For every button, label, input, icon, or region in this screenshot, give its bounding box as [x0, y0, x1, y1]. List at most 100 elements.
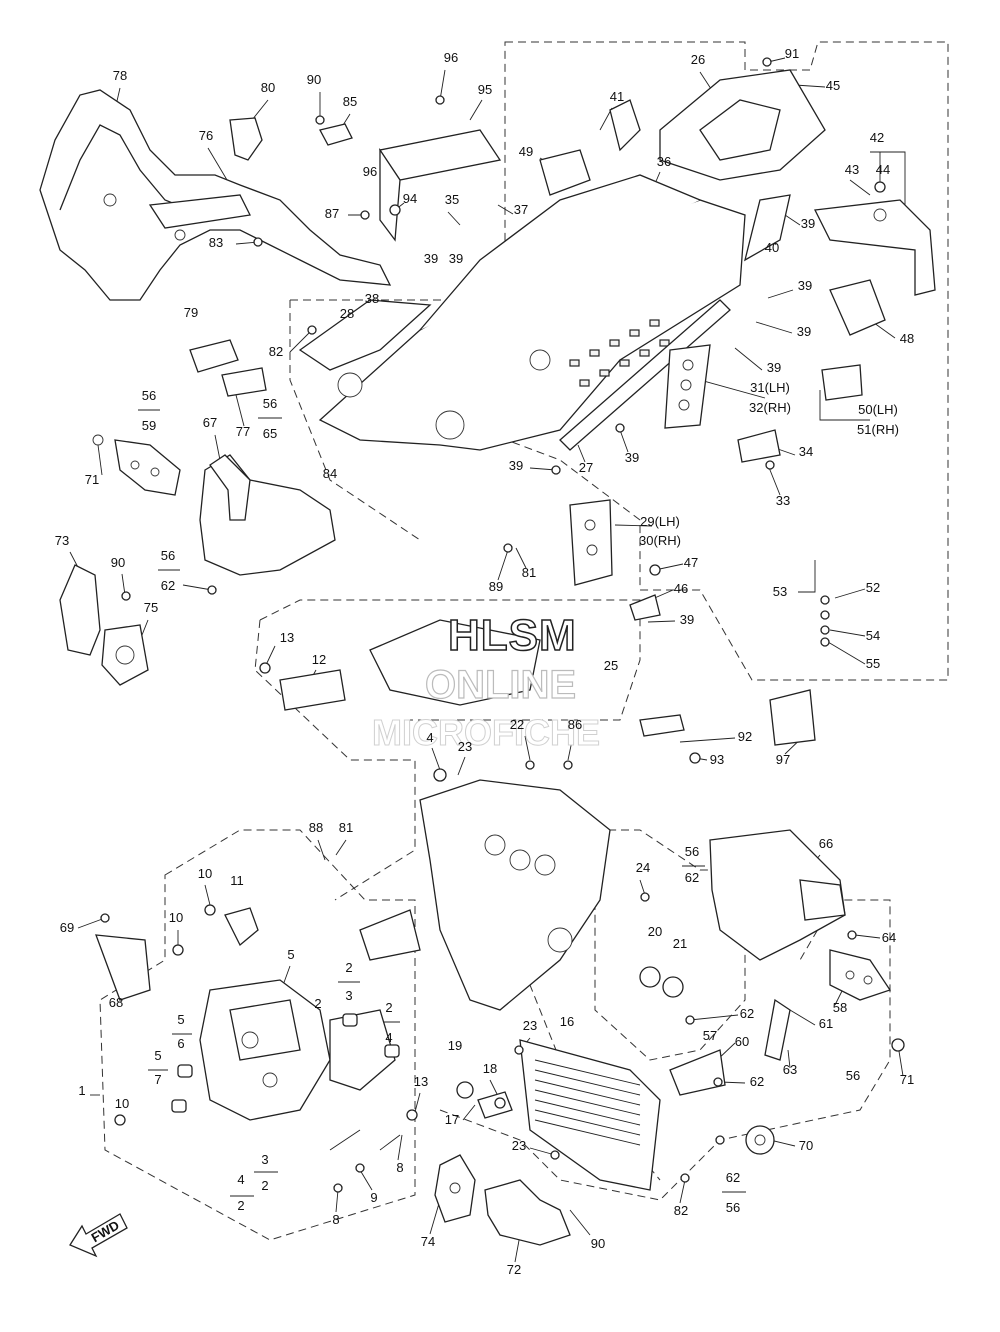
part-callout: 36 — [657, 154, 671, 169]
part-callout: 81 — [339, 820, 353, 835]
part-callout: 75 — [144, 600, 158, 615]
fwd-arrow: FWD — [69, 1213, 128, 1258]
part-callout: 90 — [591, 1236, 605, 1251]
part-callout: 62 — [740, 1006, 754, 1021]
part-callout: 23 — [523, 1018, 537, 1033]
part-callout: 39 — [424, 251, 438, 266]
part-callout: 64 — [882, 930, 896, 945]
part-callout: 90 — [307, 72, 321, 87]
part-callout: 18 — [483, 1061, 497, 1076]
main-tunnel-chassis — [298, 99, 746, 451]
part-callout: 51(RH) — [857, 422, 899, 437]
part-callout: 60 — [735, 1034, 749, 1049]
part-callout: 66 — [819, 836, 833, 851]
part-callout: 56 — [846, 1068, 860, 1083]
part-callout: 39 — [449, 251, 463, 266]
rear-plate-assembly — [659, 69, 936, 401]
part-callout: 95 — [478, 82, 492, 97]
part-callout: 67 — [203, 415, 217, 430]
part-callout: 3 — [345, 988, 352, 1003]
part-callout: 34 — [799, 444, 813, 459]
part-callout: 52 — [866, 580, 880, 595]
part-callout: 49 — [519, 144, 533, 159]
part-callout: 86 — [568, 717, 582, 732]
part-callout: 73 — [55, 533, 69, 548]
part-callout: 40 — [765, 240, 779, 255]
radiator-fins — [534, 1059, 641, 1146]
part-callout: 71 — [85, 472, 99, 487]
part-callout: 76 — [199, 128, 213, 143]
part-callout: 78 — [113, 68, 127, 83]
right-side-pieces — [639, 829, 905, 1155]
part-callout: 70 — [799, 1138, 813, 1153]
part-callout: 53 — [773, 584, 787, 599]
part-callout: 84 — [323, 466, 337, 481]
watermark-line1: HLSM — [448, 611, 577, 660]
part-callout: 9 — [370, 1190, 377, 1205]
part-callout: 77 — [236, 424, 250, 439]
part-callout: 68 — [109, 995, 123, 1010]
part-callout: 16 — [560, 1014, 574, 1029]
part-callout: 39 — [509, 458, 523, 473]
watermark-line3: MICROFICHE — [372, 712, 600, 753]
part-callout: 57 — [703, 1028, 717, 1043]
part-callout: 82 — [269, 344, 283, 359]
part-callout: 39 — [801, 216, 815, 231]
part-callout: 23 — [512, 1138, 526, 1153]
part-callout: 10 — [198, 866, 212, 881]
part-callout: 4 — [237, 1172, 244, 1187]
part-callout: 56 — [726, 1200, 740, 1215]
part-callout: 10 — [169, 910, 183, 925]
part-callout: 85 — [343, 94, 357, 109]
part-callout: 71 — [900, 1072, 914, 1087]
part-callout: 94 — [403, 191, 417, 206]
part-callout: 7 — [154, 1072, 161, 1087]
part-callout: 59 — [142, 418, 156, 433]
front-bulkhead-assembly — [95, 907, 400, 1121]
part-callout: 44 — [876, 162, 890, 177]
part-callout: 82 — [674, 1203, 688, 1218]
hardware-parts — [100, 57, 886, 1193]
part-callout: 4 — [385, 1030, 392, 1045]
part-callout: 13 — [414, 1074, 428, 1089]
part-callout: 79 — [184, 305, 198, 320]
part-callout: 39 — [797, 324, 811, 339]
part-callout: 38 — [365, 291, 379, 306]
part-callout: 21 — [673, 936, 687, 951]
part-callout: 32(RH) — [749, 400, 791, 415]
center-frame-assembly — [279, 619, 685, 1191]
part-callout: 41 — [610, 89, 624, 104]
part-callout: 13 — [280, 630, 294, 645]
part-callout: 96 — [444, 50, 458, 65]
part-callout: 30(RH) — [639, 533, 681, 548]
part-callout: 80 — [261, 80, 275, 95]
part-callout: 56 — [685, 844, 699, 859]
bottom-parts — [434, 1154, 571, 1246]
part-callout: 2 — [314, 996, 321, 1011]
part-callout: 56 — [161, 548, 175, 563]
part-callout: 62 — [726, 1170, 740, 1185]
part-callout: 29(LH) — [640, 514, 680, 529]
front-cowl-frame — [39, 89, 392, 301]
part-callout: 87 — [325, 206, 339, 221]
part-callout: 19 — [448, 1038, 462, 1053]
part-callout: 65 — [263, 426, 277, 441]
part-callout: 8 — [332, 1212, 339, 1227]
part-callout: 55 — [866, 656, 880, 671]
tunnel-vent-holes — [569, 319, 670, 387]
part-callout: 97 — [776, 752, 790, 767]
part-callout: 25 — [604, 658, 618, 673]
part-callout: 24 — [636, 860, 650, 875]
part-callout: 62 — [750, 1074, 764, 1089]
part-callout: 4 — [426, 730, 433, 745]
part-callout: 45 — [826, 78, 840, 93]
part-callout: 88 — [309, 820, 323, 835]
part-callout: 81 — [522, 565, 536, 580]
part-callout: 96 — [363, 164, 377, 179]
part-callout: 35 — [445, 192, 459, 207]
part-callout: 62 — [685, 870, 699, 885]
part-callout: 33 — [776, 493, 790, 508]
part-callout: 27 — [579, 460, 593, 475]
part-callout: 37 — [514, 202, 528, 217]
